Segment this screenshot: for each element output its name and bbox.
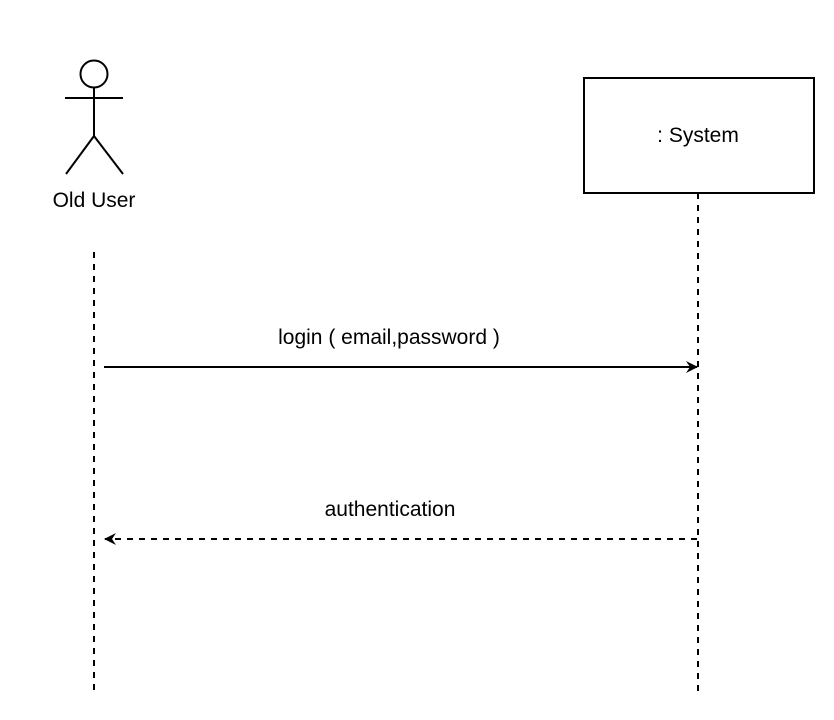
message-label: authentication — [325, 498, 456, 521]
participant-box — [583, 77, 815, 194]
actor-old-user[interactable]: Old User — [53, 59, 136, 213]
participant-system[interactable]: : System — [583, 77, 815, 194]
stick-figure-icon — [65, 59, 124, 175]
actor-label: Old User — [53, 189, 136, 212]
message-login[interactable]: login ( email,password ) — [104, 326, 698, 373]
message-label: login ( email,password ) — [278, 326, 500, 349]
participant-label: : System — [657, 124, 739, 147]
message-authentication[interactable]: authentication — [104, 498, 697, 545]
